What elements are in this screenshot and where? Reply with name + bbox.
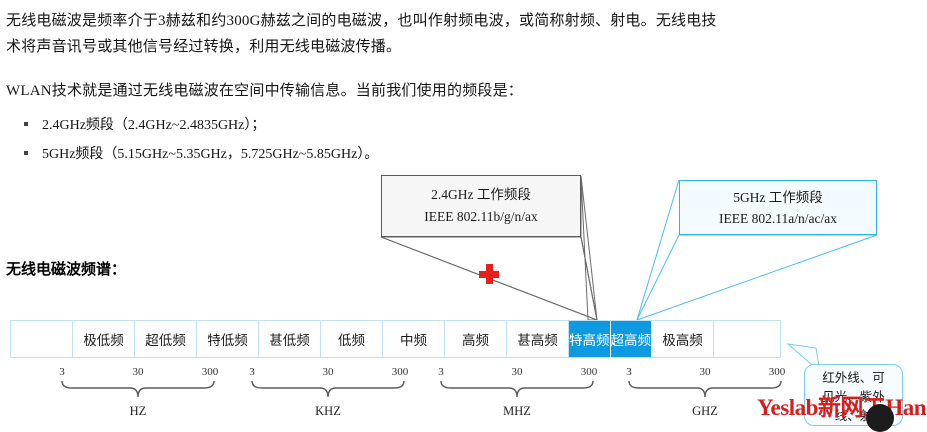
frequency-scale-ticks: 3 30 300 [625, 366, 785, 380]
frequency-tick: 3 [59, 366, 65, 378]
intro-paragraph-2: WLAN技术就是通过无线电磁波在空间中传输信息。当前我们使用的频段是： [6, 78, 523, 104]
list-item-label: 5GHz频段（5.15GHz~5.35GHz，5.725GHz~5.85GHz）… [42, 147, 379, 162]
intro-paragraph-2-line-1: WLAN技术就是通过无线电磁波在空间中传输信息。当前我们使用的频段是： [6, 83, 523, 99]
frequency-scale-unit: GHZ [692, 404, 718, 418]
brace-icon [628, 380, 782, 398]
frequency-scale-ticks: 3 30 300 [437, 366, 597, 380]
intro-paragraph-1-line-2: 术将声音讯号或其他信号经过转换，利用无线电磁波传播。 [6, 39, 402, 55]
list-item: 5GHz频段（5.15GHz~5.35GHz，5.725GHz~5.85GHz）… [24, 145, 378, 165]
frequency-tick: 30 [699, 366, 711, 378]
brace-icon [61, 380, 215, 398]
frequency-tick: 300 [391, 366, 409, 378]
callout-infrared-line-3: 线、射 [834, 409, 873, 423]
frequency-tick: 300 [201, 366, 219, 378]
frequency-tick: 30 [511, 366, 523, 378]
frequency-scale-unit: HZ [129, 404, 147, 418]
frequency-scale-group: 3 30 300 MHZ [437, 366, 597, 426]
callout-band-24ghz-line-2: IEEE 802.11b/g/n/ax [424, 209, 538, 224]
callout-infrared-line-1: 红外线、可 [822, 371, 885, 385]
frequency-scale-unit: KHZ [315, 404, 341, 418]
band-cell-9: 特高频 [569, 321, 611, 357]
list-item-label: 2.4GHz频段（2.4GHz~2.4835GHz）； [42, 118, 266, 133]
list-item: 2.4GHz频段（2.4GHz~2.4835GHz）； [24, 116, 265, 136]
intro-paragraph-1-line-1: 无线电磁波是频率介于3赫兹和约300G赫兹之间的电磁波，也叫作射频电波，或简称射… [6, 13, 717, 29]
plus-cursor-icon [479, 264, 499, 284]
callout-infrared-line-2: 见光、紫外 [822, 390, 885, 404]
band-cell-empty-0 [11, 321, 73, 357]
intro-paragraph-1: 无线电磁波是频率介于3赫兹和约300G赫兹之间的电磁波，也叫作射频电波，或简称射… [6, 8, 717, 60]
frequency-scale-group: 3 30 300 HZ [58, 366, 218, 426]
frequency-tick: 30 [132, 366, 144, 378]
band-cell-7: 高频 [445, 321, 507, 357]
watermark-text: Yeslab新网工Han [757, 395, 927, 420]
watermark-dot-icon [866, 404, 894, 432]
callout-band-24ghz: 2.4GHz 工作频段 IEEE 802.11b/g/n/ax [381, 175, 581, 237]
band-cell-4: 甚低频 [259, 321, 321, 357]
page-title: 无线电磁波频谱： [6, 262, 127, 278]
callout-band-5ghz-line-2: IEEE 802.11a/n/ac/ax [719, 210, 837, 226]
spectrum-band-table: 极低频超低频特低频甚低频低频中频高频甚高频特高频超高频极高频 [10, 320, 781, 358]
band-cell-empty-12 [714, 321, 780, 357]
band-cell-3: 特低频 [197, 321, 259, 357]
frequency-scale-ticks: 3 30 300 [248, 366, 408, 380]
band-cell-8: 甚高频 [507, 321, 569, 357]
brace-icon [251, 380, 405, 398]
frequency-scale-group: 3 30 300 KHZ [248, 366, 408, 426]
frequency-tick: 30 [322, 366, 334, 378]
frequency-tick: 300 [768, 366, 786, 378]
frequency-tick: 300 [580, 366, 598, 378]
bullet-square-icon [24, 151, 28, 155]
band-cell-11: 极高频 [652, 321, 714, 357]
band-cell-1: 极低频 [73, 321, 135, 357]
callout-band-24ghz-line-1: 2.4GHz 工作频段 [431, 187, 531, 202]
band-cell-5: 低频 [321, 321, 383, 357]
band-cell-2: 超低频 [135, 321, 197, 357]
band-cell-6: 中频 [383, 321, 445, 357]
frequency-tick: 3 [438, 366, 444, 378]
frequency-scale-ticks: 3 30 300 [58, 366, 218, 380]
bullet-square-icon [24, 122, 28, 126]
frequency-scale-unit: MHZ [503, 404, 531, 418]
callout-band-5ghz: 5GHz 工作频段 IEEE 802.11a/n/ac/ax [679, 180, 877, 235]
frequency-tick: 3 [249, 366, 255, 378]
band-cell-10: 超高频 [610, 321, 652, 357]
plus-cursor-vertical-bar [486, 264, 493, 284]
brace-icon [440, 380, 594, 398]
callout-band-5ghz-line-1: 5GHz 工作频段 [733, 189, 823, 205]
frequency-tick: 3 [626, 366, 632, 378]
frequency-scale-group: 3 30 300 GHZ [625, 366, 785, 426]
